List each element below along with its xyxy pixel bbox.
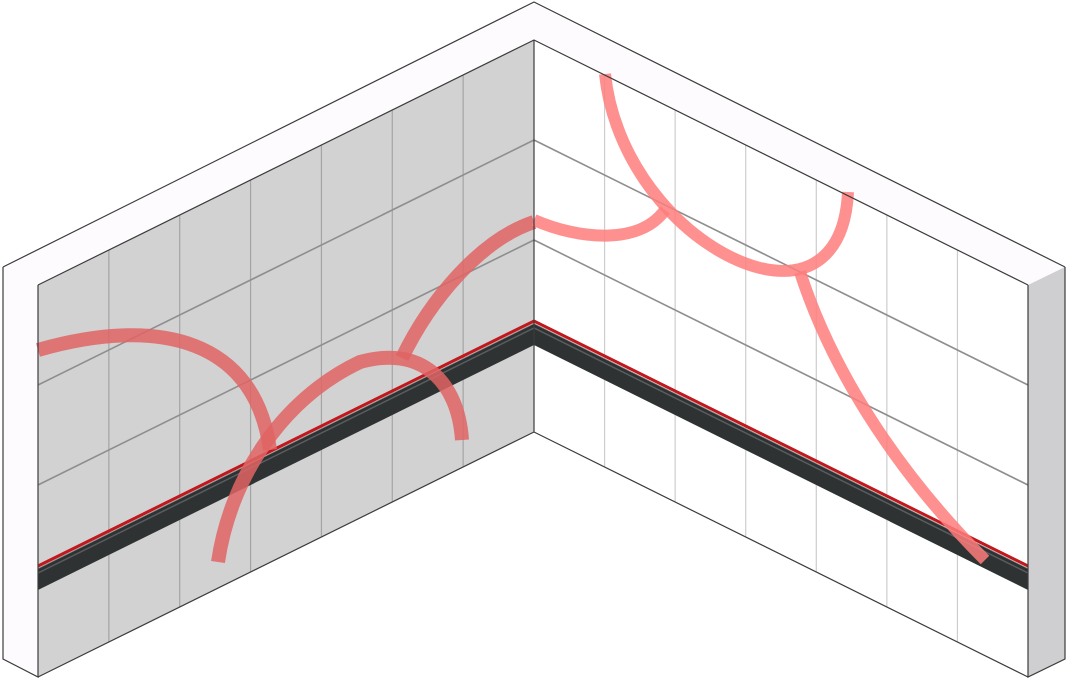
wall-end-edges (3, 267, 1065, 677)
left-arc-large (36, 328, 277, 451)
tile-joint-horizontal (533, 139, 1029, 386)
right-wall-end (1028, 267, 1065, 677)
right-wall-top (534, 2, 1065, 285)
left-wall-top (3, 2, 534, 285)
right-end-outline (1027, 267, 1066, 678)
left-arc-rising (395, 215, 537, 362)
left-end-outline (2, 267, 39, 678)
wall-top-caps (3, 2, 1065, 285)
right-arc-long (599, 73, 854, 277)
left-wall-end (3, 267, 38, 677)
tile-joint-horizontal (533, 239, 1029, 486)
tile-joint-horizontal (37, 139, 535, 386)
outer-top-outline (2, 1, 1066, 268)
left-arc-middle (211, 350, 469, 564)
bottom-outline (37, 431, 1029, 678)
right-skirting-strip (534, 324, 1028, 590)
right-arc-descending (794, 270, 990, 565)
right-arc-upper-left (531, 206, 670, 242)
decorative-arcs (36, 73, 990, 565)
left-skirting-strip (38, 324, 534, 590)
